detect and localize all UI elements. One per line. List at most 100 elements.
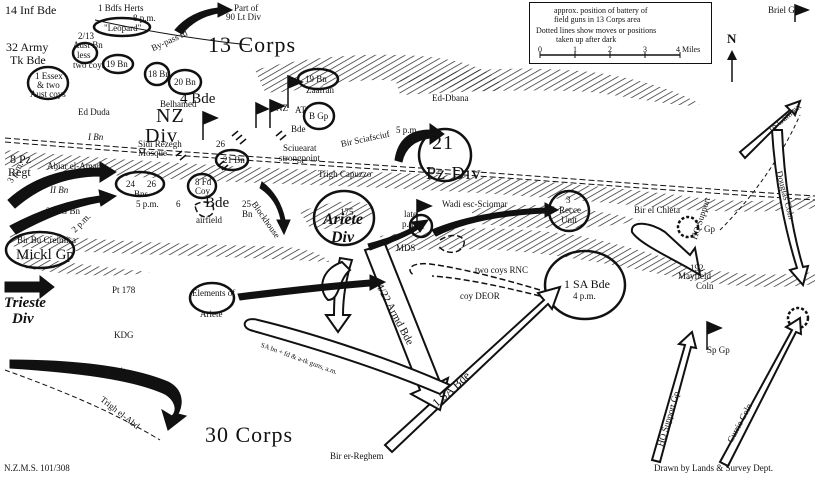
- escarpment-rezegh: [10, 232, 330, 262]
- bn20-unit: [167, 68, 203, 96]
- unit-25: 25: [242, 199, 251, 209]
- sa-bn-loop-arrow: [243, 318, 452, 396]
- unit-mickl-gp: Mickl Gp: [16, 247, 74, 263]
- aust-less-unit: [71, 41, 99, 65]
- footer-map-ref: N.Z.M.S. 101/308: [4, 463, 70, 473]
- place-bir-el-chleta: Bir el Chleta: [634, 205, 680, 215]
- unit-regt: Regt: [8, 165, 31, 179]
- rnc-move: [409, 262, 541, 291]
- place-belhamed: Belhamed: [160, 99, 197, 109]
- scale-tick-1: 1: [573, 45, 577, 54]
- unit-26: 26: [216, 139, 225, 149]
- douglas-coln-arrow: [770, 129, 810, 288]
- unit-ii-bn: II Bn: [50, 185, 69, 195]
- bn21-unit: [214, 148, 250, 172]
- unit-26-b: 26: [147, 179, 156, 189]
- battery-symbol-icon: [175, 150, 187, 161]
- bns-unit: [114, 170, 166, 198]
- unit-elements-of: Elements of: [192, 288, 236, 298]
- bn19-unit-b: [296, 67, 340, 91]
- sa1-unit: [543, 249, 627, 321]
- part90-arrow: [174, 2, 234, 35]
- unit-time-5pm-a: 5 p.m.: [396, 125, 419, 135]
- unit-21-bn: 21 Bn: [223, 155, 245, 165]
- place-strongpoint: strongpoint: [279, 153, 321, 163]
- unit-elements-ariete: Ariete: [200, 309, 223, 319]
- unit-two-coys-rnc: two coys RNC: [475, 265, 529, 275]
- flag-icon: [269, 98, 286, 128]
- unit-leopard: "Leopard": [104, 23, 142, 33]
- escarpment-south: [380, 228, 815, 287]
- unit-less: less: [77, 50, 91, 60]
- wadi-curve: [437, 234, 465, 254]
- unit-nz: NZ: [156, 105, 185, 127]
- unit-b-gp: B Gp: [309, 111, 329, 121]
- recce-33-arrow: [9, 359, 188, 431]
- pz21-swing-arrow: [394, 123, 445, 163]
- legend-battery-line2: field guns in 13 Corps area: [554, 15, 641, 24]
- unit-8-pz: 8 Pz: [10, 152, 31, 166]
- battery-symbol-icon: [275, 130, 287, 141]
- lower-ariete-loop: [321, 260, 352, 302]
- unit-bns: Bns: [134, 189, 149, 199]
- place-trigh-capuzzo: Trigh Capuzzo: [318, 169, 372, 179]
- unit-192: 192: [690, 263, 704, 273]
- leopard-unit: [92, 16, 152, 38]
- unit-recce-unit: Unit: [561, 215, 578, 225]
- trigh-capuzzo-track: [4, 137, 815, 197]
- flag-icon: [416, 198, 433, 228]
- unit-time-5pm-b: 5 p.m.: [136, 199, 159, 209]
- scale-tick-4: 4 Miles: [676, 45, 701, 54]
- place-zaafran: Zaafran: [306, 85, 334, 95]
- elements-arrow: [237, 274, 387, 301]
- place-bir-bu-creimisa: Bir Bu Creimisa: [17, 235, 76, 245]
- unit-at-bde: Bde: [291, 124, 306, 134]
- scale-tick-3: 3: [643, 45, 647, 54]
- escarpment-ariete: [300, 201, 375, 229]
- mayfield-loop-arrow: [630, 222, 702, 278]
- unit-sp-gp: Sp Gp: [707, 345, 730, 355]
- unit-8-fd: 8 Fd: [195, 177, 212, 187]
- place-kdg: KDG: [114, 330, 134, 340]
- place-bir-er-reghem: Bir er-Reghem: [330, 451, 384, 461]
- hq-support-gp-arrow: [650, 330, 698, 464]
- roads: [4, 19, 815, 441]
- place-sciuearat: Sciuearat: [283, 143, 317, 153]
- unit-2-13: 2/13: [78, 31, 95, 41]
- footer-credit: Drawn by Lands & Survey Dept.: [654, 463, 773, 473]
- unit-aust-coys: Aust coys: [30, 89, 66, 99]
- unit-pt175: 175: [340, 207, 354, 217]
- place-abiar-el-amar: Abiar el-Amar: [47, 161, 100, 171]
- unit-33-recce: 33 Recce Unit: [74, 366, 126, 376]
- unit-at: AT: [295, 105, 306, 115]
- unit-late-pm: p.m.: [402, 219, 419, 229]
- ariete-probe-arrow: [367, 219, 430, 251]
- unit-19-bn-b: 19 Bn: [305, 74, 327, 84]
- place-mds: MDS: [396, 243, 416, 253]
- unit-trieste-div: Div: [12, 311, 34, 327]
- unit-aust-bn: Aust Bn: [73, 40, 103, 50]
- legend-dotted-line1: Dotted lines show moves or positions: [536, 26, 657, 35]
- unit-trieste: Trieste: [4, 295, 46, 311]
- unit-14-inf-bde: 14 Inf Bde: [5, 3, 57, 17]
- blockhouse-arrow: [259, 181, 291, 236]
- currie-coln-arrow: [718, 316, 803, 468]
- flag-icon: [255, 101, 270, 128]
- unit-symbols: [4, 16, 810, 330]
- pz21-unit: [417, 127, 473, 183]
- unit-bdfs-herts: 1 Bdfs Herts: [98, 3, 144, 13]
- place-sidi-rezegh: Sidi Rezegh: [138, 139, 182, 149]
- elements-ariete: [188, 281, 236, 315]
- scale-tick-2: 2: [608, 45, 612, 54]
- hq-flags: [202, 3, 811, 350]
- unit-2-mg-bn: 2 MG Bn: [46, 206, 81, 216]
- place-airfield: airfield: [196, 215, 222, 225]
- unit-time-4pm: 4 p.m.: [573, 291, 596, 301]
- battery-symbol-icon: [217, 160, 229, 171]
- pz8-arrow-2: [9, 189, 118, 235]
- gambut-arrow: [738, 99, 802, 160]
- solid-arrows: [4, 2, 560, 431]
- unit-6: 6: [176, 199, 181, 209]
- rnc-move-2: [431, 275, 541, 297]
